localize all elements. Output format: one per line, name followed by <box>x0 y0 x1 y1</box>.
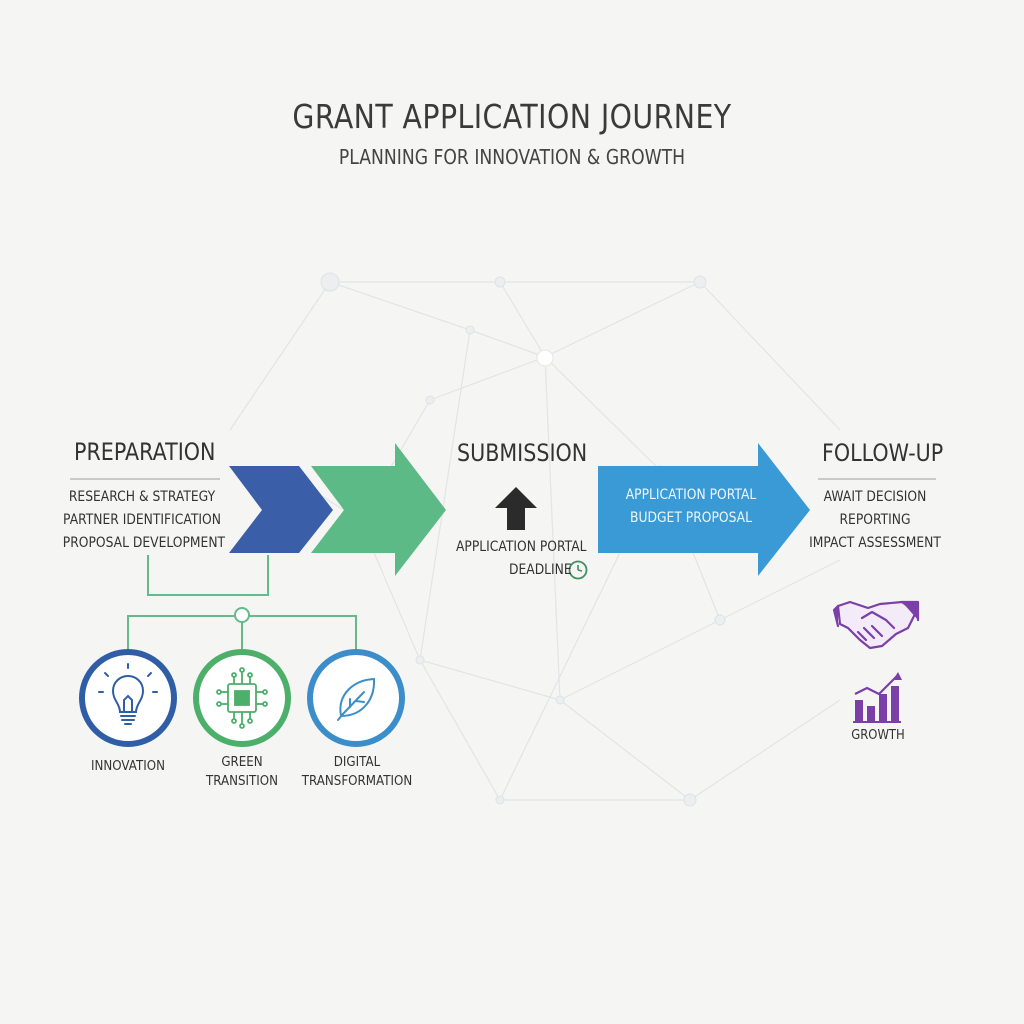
stage-divider-preparation <box>70 478 220 480</box>
stage-items-follow-up: AWAIT DECISION REPORTING IMPACT ASSESSME… <box>809 486 941 555</box>
clock-icon <box>568 560 588 580</box>
preparation-arrow <box>311 443 446 576</box>
submission-deadline-label: DEADLINE <box>509 562 572 578</box>
preparation-item: RESEARCH & STRATEGY <box>68 489 216 505</box>
connector-node <box>234 607 250 623</box>
follow-up-item: REPORTING <box>839 512 911 528</box>
preparation-item: PARTNER IDENTIFICATION <box>63 512 221 528</box>
submission-portal-label: APPLICATION PORTAL <box>456 539 587 555</box>
lightbulb-icon <box>98 663 158 725</box>
stage-divider-follow-up <box>818 478 936 480</box>
focus-label-line: TRANSITION <box>205 773 279 789</box>
diagram-title: GRANT APPLICATION JOURNEY <box>292 97 732 136</box>
submission-arrow-item: APPLICATION PORTAL <box>625 487 757 503</box>
stage-title-preparation: PREPARATION <box>74 438 216 466</box>
growth-label: GROWTH <box>851 727 905 743</box>
submission-arrow-item: BUDGET PROPOSAL <box>630 510 752 526</box>
focus-label-innovation: INNOVATION <box>58 757 199 776</box>
focus-label-line: TRANSFORMATION <box>301 773 413 789</box>
stage-title-submission: SUBMISSION <box>457 439 588 467</box>
preparation-chevron <box>229 466 333 553</box>
upload-arrow-icon <box>495 487 537 530</box>
focus-label-digital-transformation: DIGITAL TRANSFORMATION <box>287 753 428 791</box>
handshake-icon <box>832 600 920 650</box>
submission-arrow <box>598 443 810 576</box>
digital-transformation-circle <box>307 649 405 747</box>
preparation-item: PROPOSAL DEVELOPMENT <box>62 535 226 551</box>
focus-label-line: GREEN <box>221 754 263 770</box>
follow-up-item: AWAIT DECISION <box>823 489 927 505</box>
diagram-subtitle: PLANNING FOR INNOVATION & GROWTH <box>338 145 686 169</box>
growth-chart-icon <box>853 672 902 723</box>
stage-title-follow-up: FOLLOW-UP <box>822 439 944 467</box>
leaf-icon <box>337 677 376 721</box>
stage-items-preparation: RESEARCH & STRATEGY PARTNER IDENTIFICATI… <box>62 486 226 555</box>
chip-icon <box>216 667 268 729</box>
focus-label-line: INNOVATION <box>90 758 166 774</box>
focus-label-green-transition: GREEN TRANSITION <box>172 753 313 791</box>
submission-arrow-items: APPLICATION PORTAL BUDGET PROPOSAL <box>616 484 766 530</box>
preparation-connector <box>147 555 269 596</box>
focus-label-line: DIGITAL <box>333 754 381 770</box>
innovation-circle <box>79 649 177 747</box>
follow-up-item: IMPACT ASSESSMENT <box>809 535 941 551</box>
